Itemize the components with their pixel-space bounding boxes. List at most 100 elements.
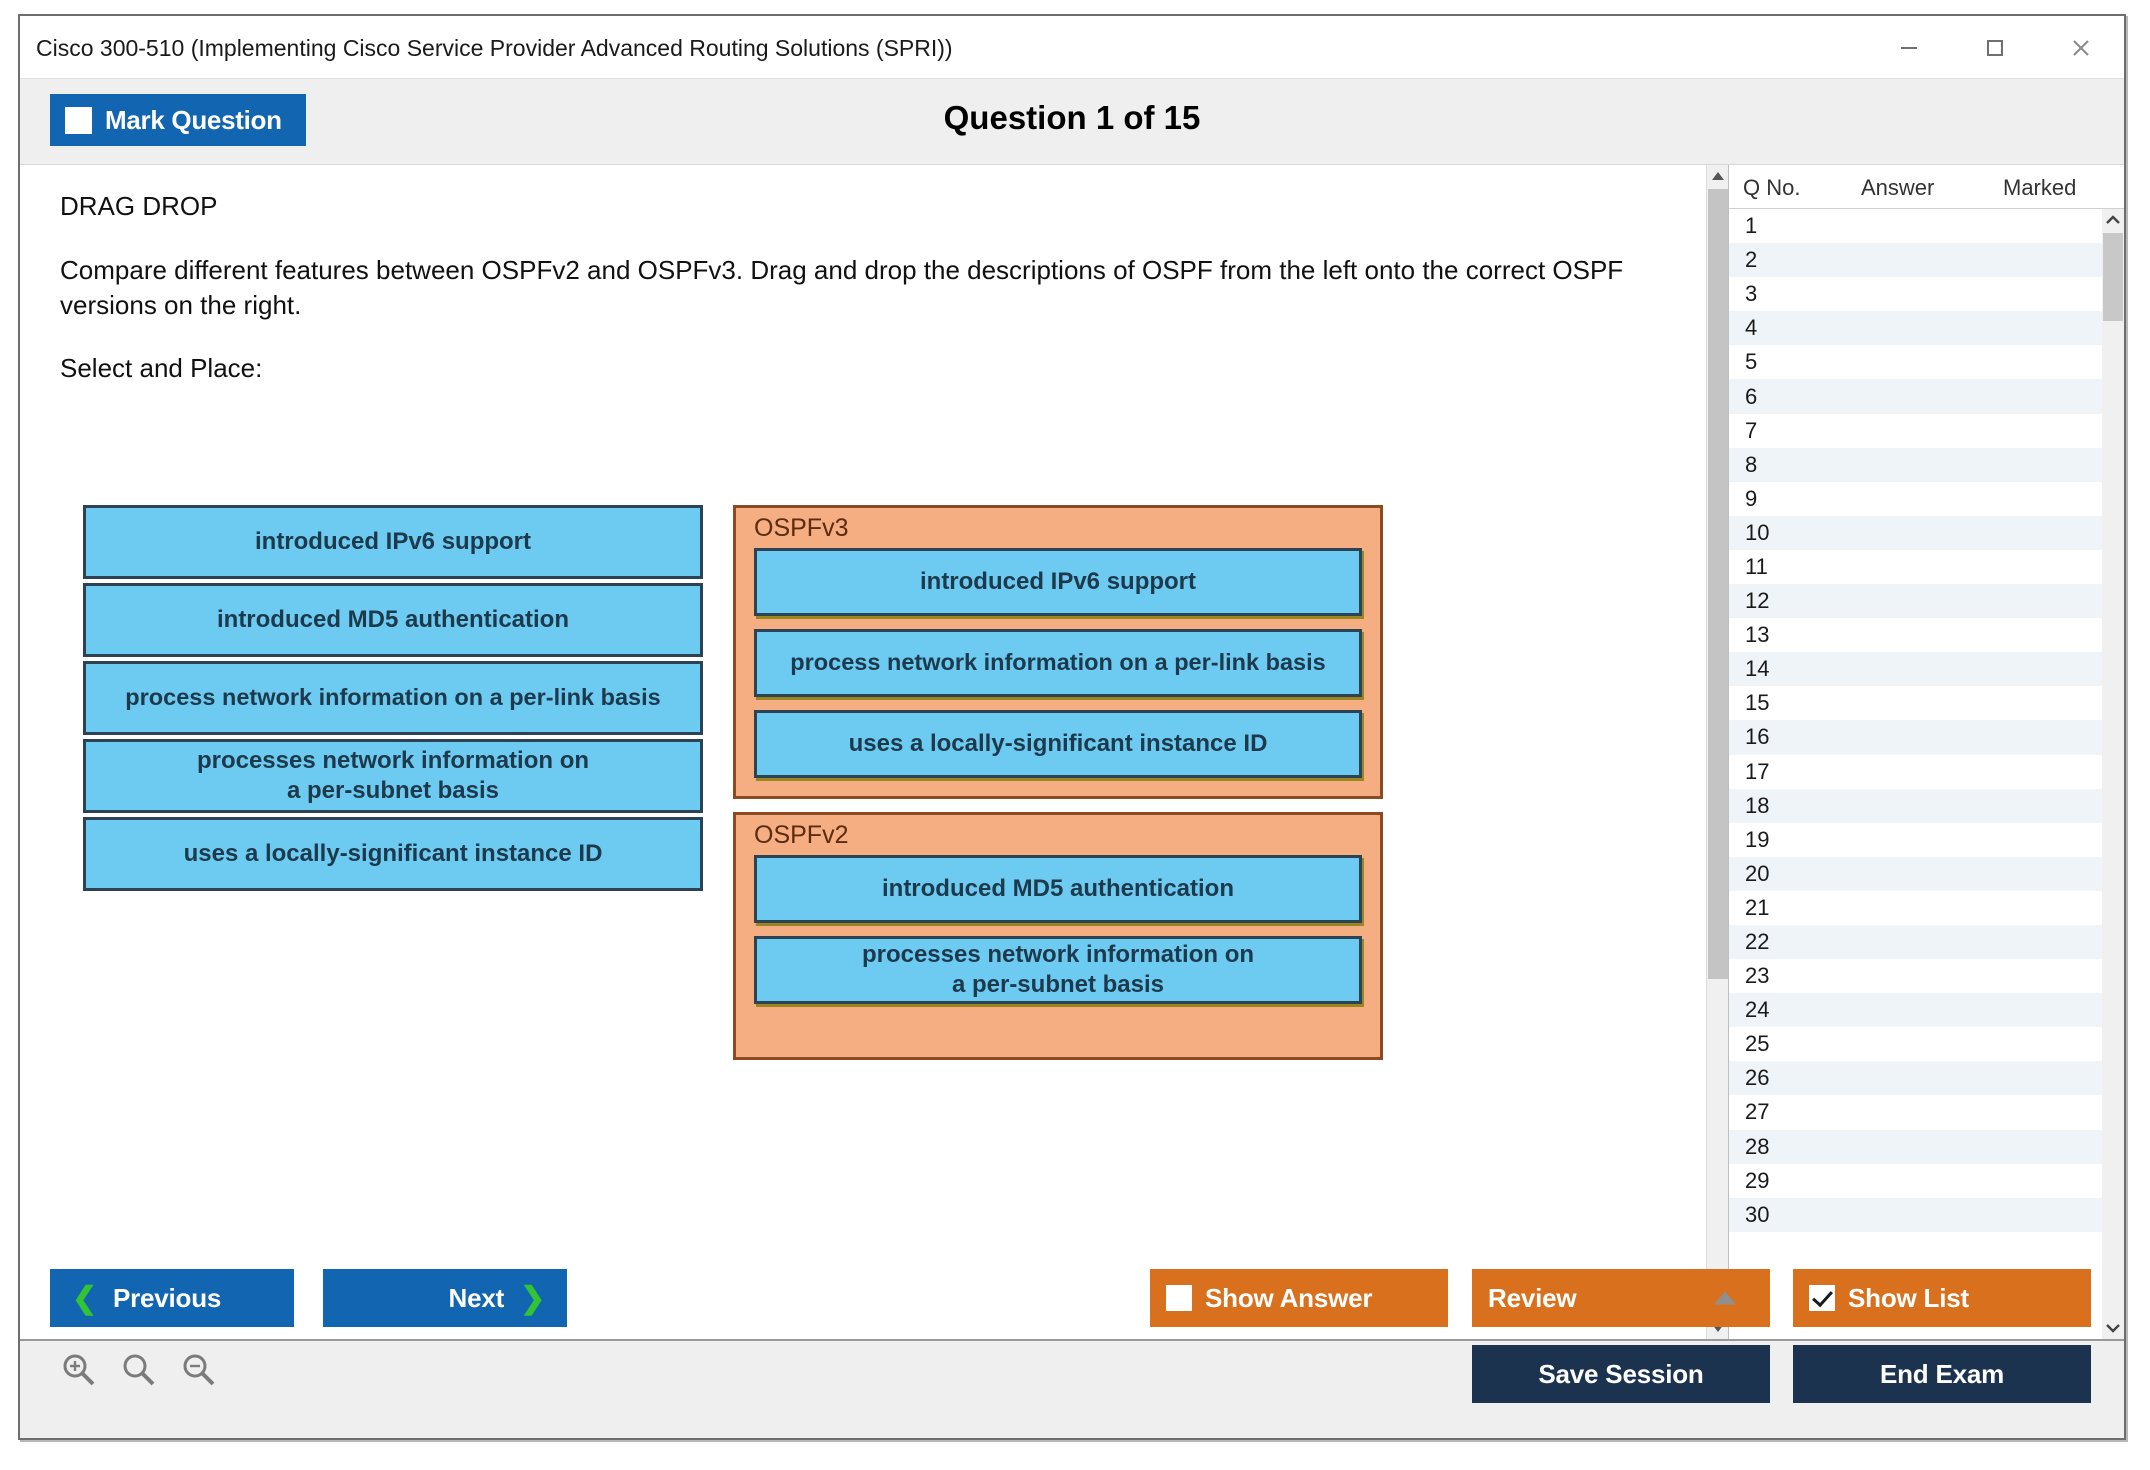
content-region: DRAG DROP Compare different features bet…	[20, 165, 2124, 1339]
show-list-checkbox[interactable]	[1809, 1285, 1835, 1311]
chevron-left-icon: ❮	[72, 1281, 97, 1315]
question-list-row[interactable]: 9	[1729, 481, 2102, 516]
question-list-row[interactable]: 30	[1729, 1197, 2102, 1232]
question-list-row[interactable]: 25	[1729, 1027, 2102, 1062]
mark-question-checkbox[interactable]	[65, 106, 92, 134]
qlist-scrollbar-thumb[interactable]	[2103, 233, 2123, 321]
previous-button[interactable]: ❮ Previous	[50, 1269, 294, 1327]
scroll-up-icon[interactable]	[1707, 165, 1729, 187]
question-list-row[interactable]: 12	[1729, 584, 2102, 619]
end-exam-label: End Exam	[1879, 1358, 2005, 1389]
question-number-cell: 3	[1745, 281, 1758, 307]
qlist-scroll-down-icon[interactable]	[2102, 1317, 2124, 1339]
question-number-cell: 30	[1745, 1201, 1770, 1227]
dropped-item[interactable]: introduced MD5 authentication	[754, 855, 1362, 923]
exam-header-bar: Mark Question Question 1 of 15	[20, 79, 2124, 165]
minimize-icon[interactable]	[1866, 16, 1952, 79]
next-button[interactable]: Next ❯	[323, 1269, 567, 1327]
dropped-item[interactable]: process network information on a per-lin…	[754, 629, 1362, 697]
drop-target-title: OSPFv2	[754, 821, 849, 849]
question-list-row[interactable]: 10	[1729, 515, 2102, 550]
drag-source-item[interactable]: process network information on a per-lin…	[83, 661, 703, 735]
question-number-cell: 23	[1745, 963, 1770, 989]
zoom-in-icon[interactable]	[60, 1351, 98, 1394]
question-list-row[interactable]: 24	[1729, 993, 2102, 1028]
drag-source-item-label: process network information on a per-lin…	[125, 684, 661, 711]
question-number-cell: 20	[1745, 860, 1770, 886]
save-session-button[interactable]: Save Session	[1472, 1345, 1770, 1403]
question-number-cell: 29	[1745, 1167, 1770, 1193]
window-title: Cisco 300-510 (Implementing Cisco Servic…	[36, 35, 953, 61]
drop-target-items: introduced MD5 authentication processes n…	[754, 855, 1362, 1004]
content-scrollbar-thumb[interactable]	[1708, 189, 1728, 979]
question-number-cell: 6	[1745, 383, 1758, 409]
question-list-row[interactable]: 15	[1729, 686, 2102, 721]
close-icon[interactable]	[2038, 16, 2124, 79]
question-number-cell: 1	[1745, 213, 1758, 239]
drop-target-ospfv2[interactable]: OSPFv2 introduced MD5 authentication proc…	[733, 812, 1383, 1060]
question-list-row[interactable]: 20	[1729, 856, 2102, 891]
question-number-cell: 19	[1745, 826, 1770, 852]
drag-source-item-label: introduced MD5 authentication	[216, 606, 569, 633]
question-list-row[interactable]: 5	[1729, 345, 2102, 380]
show-list-button[interactable]: Show List	[1793, 1269, 2091, 1327]
question-list-row[interactable]: 27	[1729, 1095, 2102, 1130]
window-titlebar: Cisco 300-510 (Implementing Cisco Servic…	[20, 16, 2124, 79]
qlist-scroll-up-icon[interactable]	[2102, 209, 2124, 231]
question-number-cell: 9	[1745, 485, 1758, 511]
dropped-item[interactable]: introduced IPv6 support	[754, 548, 1362, 616]
mark-question-button[interactable]: Mark Question	[50, 94, 306, 146]
question-list-row[interactable]: 21	[1729, 890, 2102, 925]
question-number-cell: 14	[1745, 656, 1770, 682]
question-list-row[interactable]: 28	[1729, 1129, 2102, 1164]
drag-source-item-label: uses a locally-significant instance ID	[183, 840, 603, 867]
question-number-cell: 17	[1745, 758, 1770, 784]
maximize-icon[interactable]	[1952, 16, 2038, 79]
drag-source-item[interactable]: uses a locally-significant instance ID	[83, 817, 703, 891]
question-list-row[interactable]: 26	[1729, 1061, 2102, 1096]
zoom-out-icon[interactable]	[180, 1351, 218, 1394]
question-list-row[interactable]: 22	[1729, 924, 2102, 960]
question-number-cell: 16	[1745, 724, 1770, 750]
question-number-cell: 25	[1745, 1031, 1770, 1057]
source-item-list: introduced IPv6 support introduced MD5 au…	[83, 505, 703, 895]
end-exam-button[interactable]: End Exam	[1793, 1345, 2091, 1403]
question-list-row[interactable]: 4	[1729, 311, 2102, 346]
question-list-row[interactable]: 13	[1729, 618, 2102, 653]
question-number-cell: 12	[1745, 588, 1770, 614]
question-list-row[interactable]: 16	[1729, 720, 2102, 755]
question-number-cell: 18	[1745, 792, 1770, 818]
show-list-label: Show List	[1848, 1282, 1969, 1313]
content-scrollbar[interactable]	[1706, 165, 1728, 1339]
question-list-row[interactable]: 8	[1729, 447, 2102, 482]
question-list-row[interactable]: 17	[1729, 754, 2102, 789]
question-list-row[interactable]: 19	[1729, 822, 2102, 857]
question-list-row[interactable]: 6	[1729, 379, 2102, 414]
chevron-up-icon	[1714, 1291, 1736, 1305]
show-answer-checkbox[interactable]	[1166, 1285, 1192, 1311]
show-answer-button[interactable]: Show Answer	[1150, 1269, 1448, 1327]
question-list-row[interactable]: 14	[1729, 652, 2102, 687]
question-number-cell: 27	[1745, 1099, 1770, 1125]
question-list-row[interactable]: 29	[1729, 1163, 2102, 1198]
question-list-scrollbar[interactable]	[2102, 209, 2124, 1339]
dropped-item[interactable]: uses a locally-significant instance ID	[754, 710, 1362, 778]
question-list-row[interactable]: 18	[1729, 788, 2102, 823]
question-list-row[interactable]: 11	[1729, 549, 2102, 585]
question-list-row[interactable]: 2	[1729, 243, 2102, 278]
zoom-reset-icon[interactable]	[120, 1351, 158, 1394]
drag-source-item[interactable]: introduced MD5 authentication	[83, 583, 703, 657]
drag-source-item[interactable]: introduced IPv6 support	[83, 505, 703, 579]
question-list-row[interactable]: 23	[1729, 959, 2102, 994]
review-button[interactable]: Review	[1472, 1269, 1770, 1327]
question-pane: DRAG DROP Compare different features bet…	[20, 165, 1711, 1339]
question-list-row[interactable]: 7	[1729, 413, 2102, 448]
question-type-tag: DRAG DROP	[60, 191, 218, 221]
show-answer-label: Show Answer	[1205, 1282, 1373, 1313]
question-list-row[interactable]: 3	[1729, 277, 2102, 312]
question-list-row[interactable]: 1	[1729, 209, 2102, 244]
